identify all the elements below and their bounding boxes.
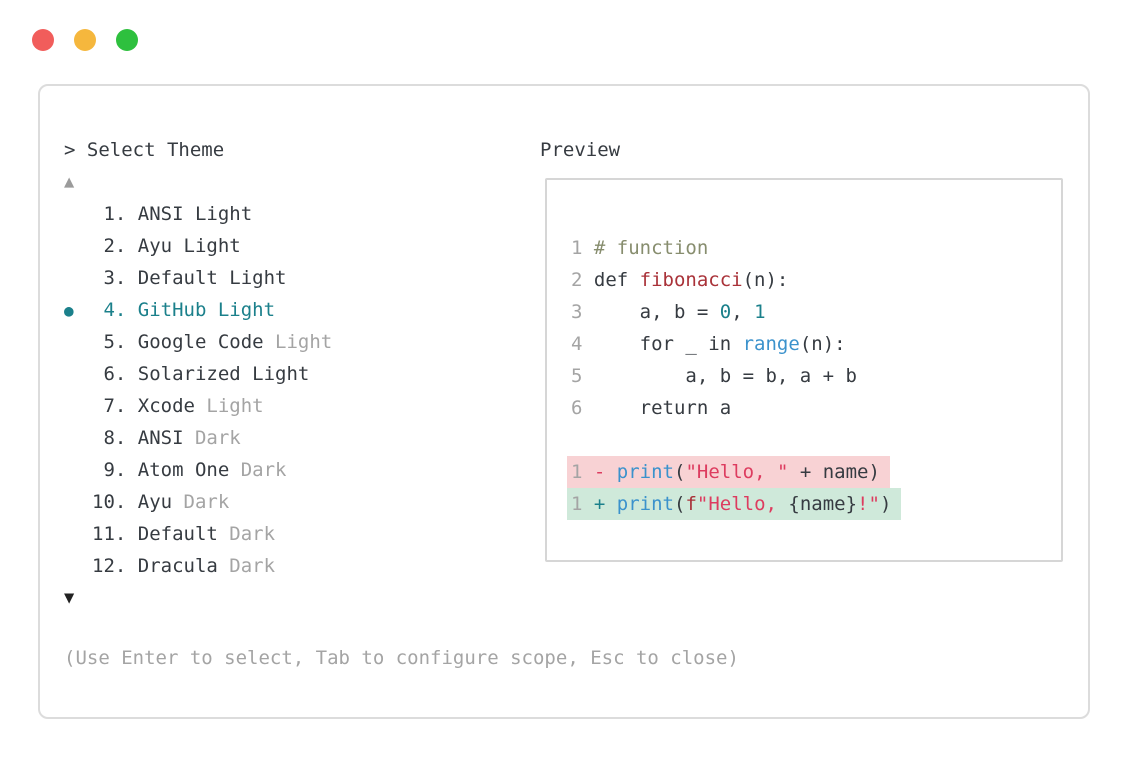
code-token: a, b = — [593, 301, 720, 323]
theme-name: 7. Xcode — [92, 395, 195, 417]
diff-line-added: 1 + print(f"Hello, {name}!") — [547, 488, 1061, 520]
theme-name: 1. ANSI Light — [92, 203, 253, 225]
theme-selector-panel: > Select Theme ▲ 1. ANSI Light 2. Ayu Li… — [38, 84, 1090, 719]
code-token: "Hello, " — [685, 461, 789, 483]
code-token: (n): — [742, 269, 789, 291]
code-token: ) — [879, 493, 892, 515]
line-number: 3 — [571, 301, 594, 323]
code-line-content: 6 return a — [567, 392, 741, 424]
code-token: # function — [593, 237, 709, 259]
theme-variant: Dark — [217, 523, 276, 545]
theme-list-item[interactable]: 12. Dracula Dark — [64, 550, 332, 582]
code-token: (n): — [799, 333, 846, 355]
code-token: print — [616, 461, 674, 483]
theme-list-item[interactable]: 6. Solarized Light — [64, 358, 332, 390]
code-token: , — [731, 301, 755, 323]
theme-name: 11. Default — [92, 523, 218, 545]
code-line: 6 return a — [547, 392, 1061, 424]
code-token: 0 — [719, 301, 732, 323]
window-controls — [32, 29, 138, 51]
theme-variant: Dark — [172, 491, 230, 513]
theme-variant: Dark — [229, 459, 287, 481]
theme-list-item[interactable]: 8. ANSI Dark — [64, 422, 332, 454]
theme-name: 6. Solarized Light — [92, 363, 310, 385]
code-line-content: 1 + print(f"Hello, {name}!") — [567, 488, 902, 520]
code-line: 2 def fibonacci(n): — [547, 264, 1061, 296]
theme-name: 12. Dracula — [92, 555, 218, 577]
theme-name: 9. Atom One — [92, 459, 230, 481]
line-number: 1 — [571, 493, 594, 515]
code-line: 5 a, b = b, a + b — [547, 360, 1061, 392]
code-token: def — [593, 269, 640, 291]
code-token: + name) — [788, 461, 880, 483]
code-line — [547, 424, 1061, 456]
diff-line-removed: 1 - print("Hello, " + name) — [547, 456, 1061, 488]
keyboard-hint: (Use Enter to select, Tab to configure s… — [64, 647, 739, 669]
code-token: + — [593, 493, 617, 515]
code-token: for _ in — [593, 333, 743, 355]
theme-list-item[interactable]: 1. ANSI Light — [64, 198, 332, 230]
code-token: range — [742, 333, 800, 355]
theme-list-item[interactable]: 2. Ayu Light — [64, 230, 332, 262]
code-token: !" — [857, 493, 880, 515]
code-token: a, b = b, a + b — [593, 365, 857, 387]
code-line: 4 for _ in range(n): — [547, 328, 1061, 360]
code-line: 3 a, b = 0, 1 — [547, 296, 1061, 328]
theme-name: 4. GitHub Light — [92, 299, 276, 321]
select-theme-prompt: > Select Theme — [64, 139, 225, 161]
theme-list-item[interactable]: 11. Default Dark — [64, 518, 332, 550]
scroll-down-icon[interactable]: ▼ — [64, 588, 75, 608]
preview-title: Preview — [540, 139, 621, 161]
theme-name: 3. Default Light — [92, 267, 287, 289]
theme-list: 1. ANSI Light 2. Ayu Light 3. Default Li… — [64, 198, 332, 582]
code-line-content: 3 a, b = 0, 1 — [567, 296, 776, 328]
scroll-up-icon[interactable]: ▲ — [64, 172, 75, 192]
code-token: ( — [673, 493, 686, 515]
code-token: - — [593, 461, 617, 483]
code-line-content: 1 - print("Hello, " + name) — [567, 456, 890, 488]
theme-variant: Light — [194, 395, 264, 417]
code-token: print — [616, 493, 674, 515]
code-token: {name} — [788, 493, 858, 515]
minimize-button[interactable] — [74, 29, 96, 51]
code-token: return a — [593, 397, 732, 419]
theme-variant: Dark — [183, 427, 241, 449]
code-token: f — [685, 493, 697, 515]
line-number: 1 — [571, 461, 594, 483]
code-token: "Hello, — [696, 493, 789, 515]
line-number: 6 — [571, 397, 594, 419]
code-line-content: 5 a, b = b, a + b — [567, 360, 867, 392]
selected-bullet-icon: ● — [64, 300, 74, 320]
theme-list-item[interactable]: 3. Default Light — [64, 262, 332, 294]
line-number: 2 — [571, 269, 594, 291]
theme-name: 10. Ayu — [92, 491, 173, 513]
code-line-content: 2 def fibonacci(n): — [567, 264, 798, 296]
line-number: 5 — [571, 365, 594, 387]
code-line: 1 # function — [547, 232, 1061, 264]
theme-variant: Dark — [217, 555, 276, 577]
theme-name: 5. Google Code — [92, 331, 264, 353]
code-line-content: 4 for _ in range(n): — [567, 328, 856, 360]
close-button[interactable] — [32, 29, 54, 51]
line-number: 4 — [571, 333, 594, 355]
code-line-content: 1 # function — [567, 232, 718, 264]
theme-list-item[interactable]: 5. Google Code Light — [64, 326, 332, 358]
theme-list-item[interactable]: 9. Atom One Dark — [64, 454, 332, 486]
zoom-button[interactable] — [116, 29, 138, 51]
line-number: 1 — [571, 237, 594, 259]
theme-variant: Light — [263, 331, 333, 353]
theme-list-item[interactable]: 7. Xcode Light — [64, 390, 332, 422]
theme-list-item[interactable]: 10. Ayu Dark — [64, 486, 332, 518]
theme-name: 8. ANSI — [92, 427, 184, 449]
code-token: 1 — [754, 301, 766, 323]
code-token: ( — [673, 461, 686, 483]
code-token: fibonacci — [639, 269, 743, 291]
theme-list-item[interactable]: ● 4. GitHub Light — [64, 294, 332, 326]
theme-name: 2. Ayu Light — [92, 235, 241, 257]
